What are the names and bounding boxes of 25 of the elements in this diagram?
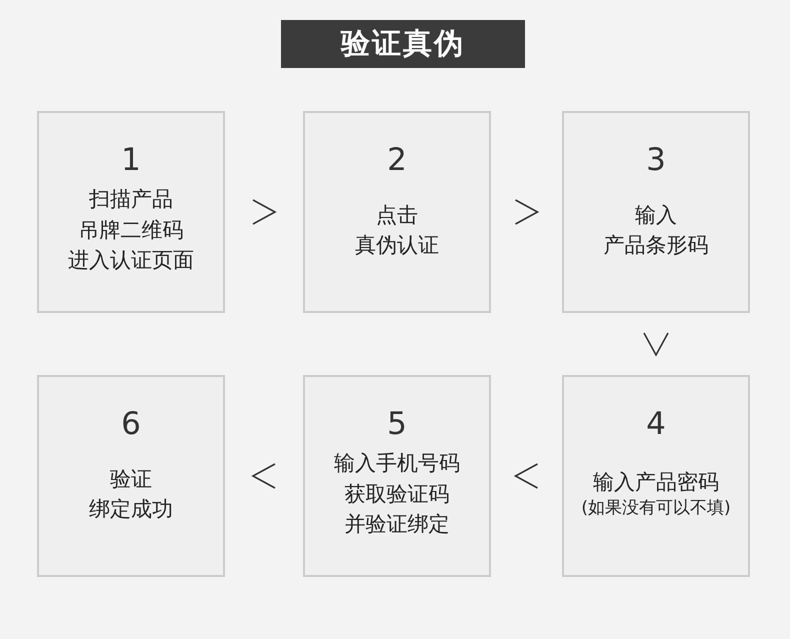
step-number: 6 [121, 407, 141, 442]
step-box [562, 375, 750, 577]
step-box [37, 111, 225, 313]
step-number: 3 [646, 143, 666, 178]
chevron-arrow [251, 463, 276, 489]
chevron-arrow [515, 199, 540, 225]
step-number: 2 [387, 143, 407, 178]
step-number: 4 [646, 407, 666, 442]
step-box [37, 375, 225, 577]
step-text: 扫描产品吊牌二维码进入认证页面 [68, 186, 194, 274]
step-box [303, 375, 491, 577]
chevron-arrow [514, 463, 538, 489]
step-box [562, 111, 750, 313]
step-text: 输入产品密码 [592, 468, 719, 496]
step-box [303, 111, 491, 313]
step-text: 点击真伪认证 [355, 202, 439, 260]
step-number: 5 [387, 407, 407, 442]
title-banner: 验证真伪 [281, 20, 525, 68]
step-text: 输入手机号码获取验证码并验证绑定 [334, 450, 460, 538]
step-note: (如果没有可以不填) [581, 497, 731, 520]
step-text: 验证绑定成功 [89, 466, 173, 524]
step-number: 1 [121, 143, 141, 178]
step-text: 输入产品条形码 [604, 202, 708, 260]
chevron-arrow [252, 199, 277, 225]
chevron-arrow [643, 332, 669, 357]
